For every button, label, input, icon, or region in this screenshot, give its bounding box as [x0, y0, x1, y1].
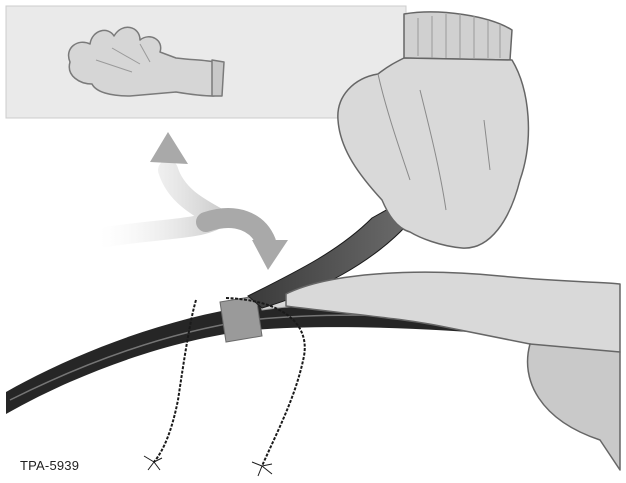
curved-arrow-icon: [100, 132, 288, 270]
cord-frayed-ends: [144, 456, 272, 476]
figure-id-label: TPA-5939: [20, 458, 79, 473]
arrow-head-up: [150, 132, 188, 164]
arrow-head-right: [252, 240, 288, 270]
glove-right-lower: [286, 272, 620, 470]
